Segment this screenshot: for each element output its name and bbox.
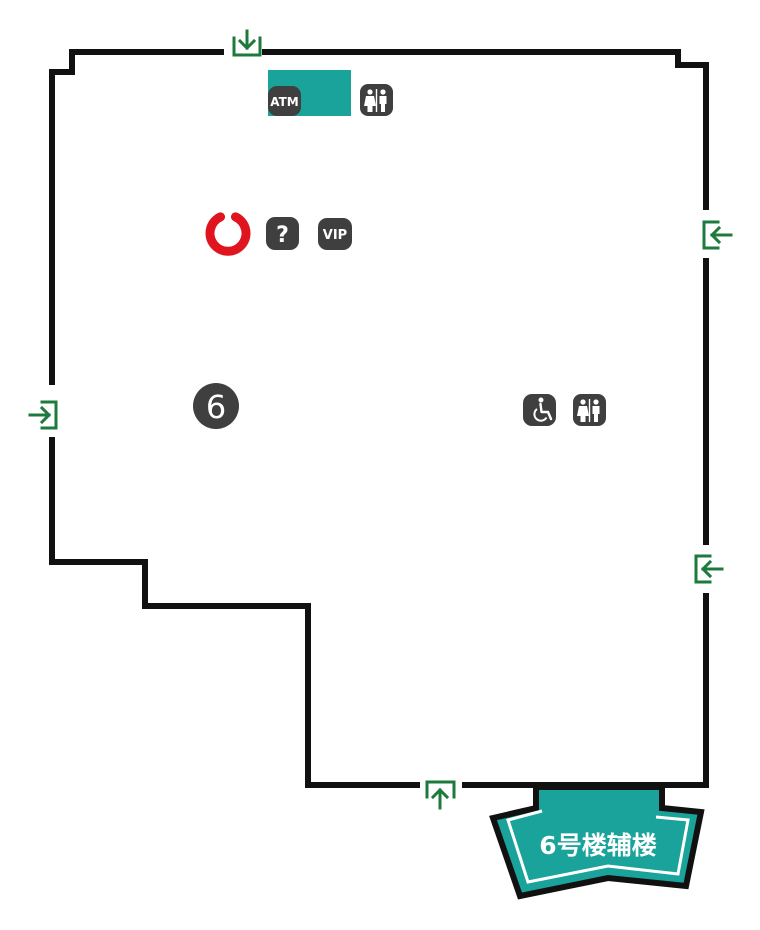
atm-icon: ATM <box>268 86 301 116</box>
entrance-gap-right-upper <box>700 210 712 258</box>
entrance-left[interactable] <box>28 400 58 430</box>
building-outline <box>49 49 709 788</box>
atm-area[interactable]: ATM <box>268 70 351 116</box>
atm-label: ATM <box>270 95 298 109</box>
entrance-arrow-icon <box>702 220 733 250</box>
restroom-top[interactable] <box>360 84 393 116</box>
restroom-icon <box>573 394 606 426</box>
vip-label: VIP <box>323 228 347 243</box>
wheelchair-icon <box>523 394 556 426</box>
vip-room[interactable]: VIP <box>318 218 352 250</box>
annex-building-label[interactable]: 6号楼辅楼 <box>489 784 705 900</box>
accessible-facility[interactable] <box>523 394 556 426</box>
entrance-arrow-icon <box>232 29 262 57</box>
entrance-right-upper[interactable] <box>702 220 733 250</box>
annex-label: 6号楼辅楼 <box>539 831 656 860</box>
annex-banner-inner-stroke <box>506 809 690 884</box>
restroom-right[interactable] <box>573 394 606 426</box>
restroom-icon <box>360 84 393 116</box>
annex-banner <box>489 784 705 900</box>
entrance-arrow-icon <box>694 554 724 584</box>
entrance-arrow-icon <box>425 780 456 810</box>
service-point[interactable] <box>205 212 251 256</box>
entrance-top[interactable] <box>232 29 262 57</box>
building-number-marker[interactable]: 6 <box>193 383 239 429</box>
vip-icon: VIP <box>318 218 352 250</box>
help-desk[interactable]: ? <box>266 217 299 250</box>
help-label: ? <box>276 223 289 248</box>
entrance-right-lower[interactable] <box>694 554 724 584</box>
help-question-icon: ? <box>266 217 299 250</box>
entrance-arrow-icon <box>28 400 58 430</box>
entrance-bottom[interactable] <box>425 780 456 810</box>
service-ring-icon <box>205 212 251 256</box>
building-number: 6 <box>206 388 226 426</box>
